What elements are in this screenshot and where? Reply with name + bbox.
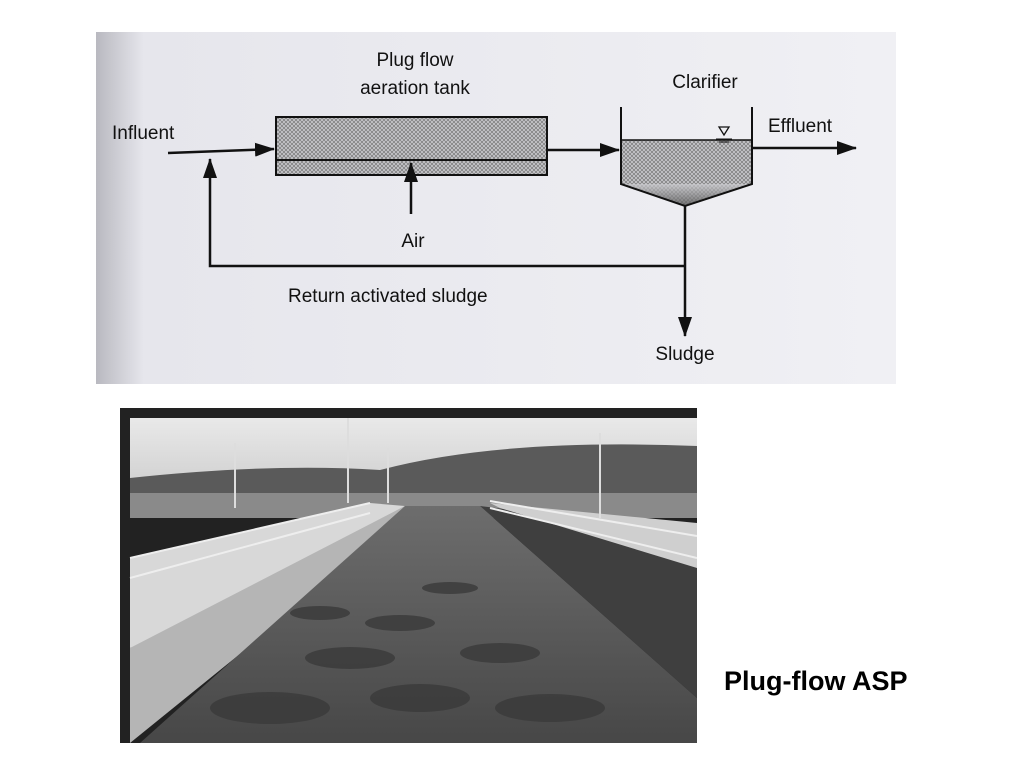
- plug-flow-process-diagram: Plug flow aeration tank Clarifier Influe…: [96, 32, 896, 384]
- water-level-icon: [717, 126, 731, 137]
- return-sludge-line: [203, 158, 685, 268]
- label-air: Air: [401, 231, 425, 252]
- scan-background: [96, 32, 896, 384]
- label-clarifier: Clarifier: [672, 72, 738, 93]
- label-plug-flow: Plug flow: [376, 50, 453, 71]
- label-sludge: Sludge: [655, 344, 714, 365]
- label-return-activated-sludge: Return activated sludge: [288, 286, 488, 307]
- influent-arrow: [167, 142, 275, 157]
- slide-caption: Plug-flow ASP: [724, 666, 908, 696]
- label-aeration-tank: aeration tank: [360, 78, 470, 99]
- label-influent: Influent: [112, 123, 175, 144]
- label-effluent: Effluent: [768, 116, 833, 137]
- plug-flow-tank-photo: [120, 408, 697, 743]
